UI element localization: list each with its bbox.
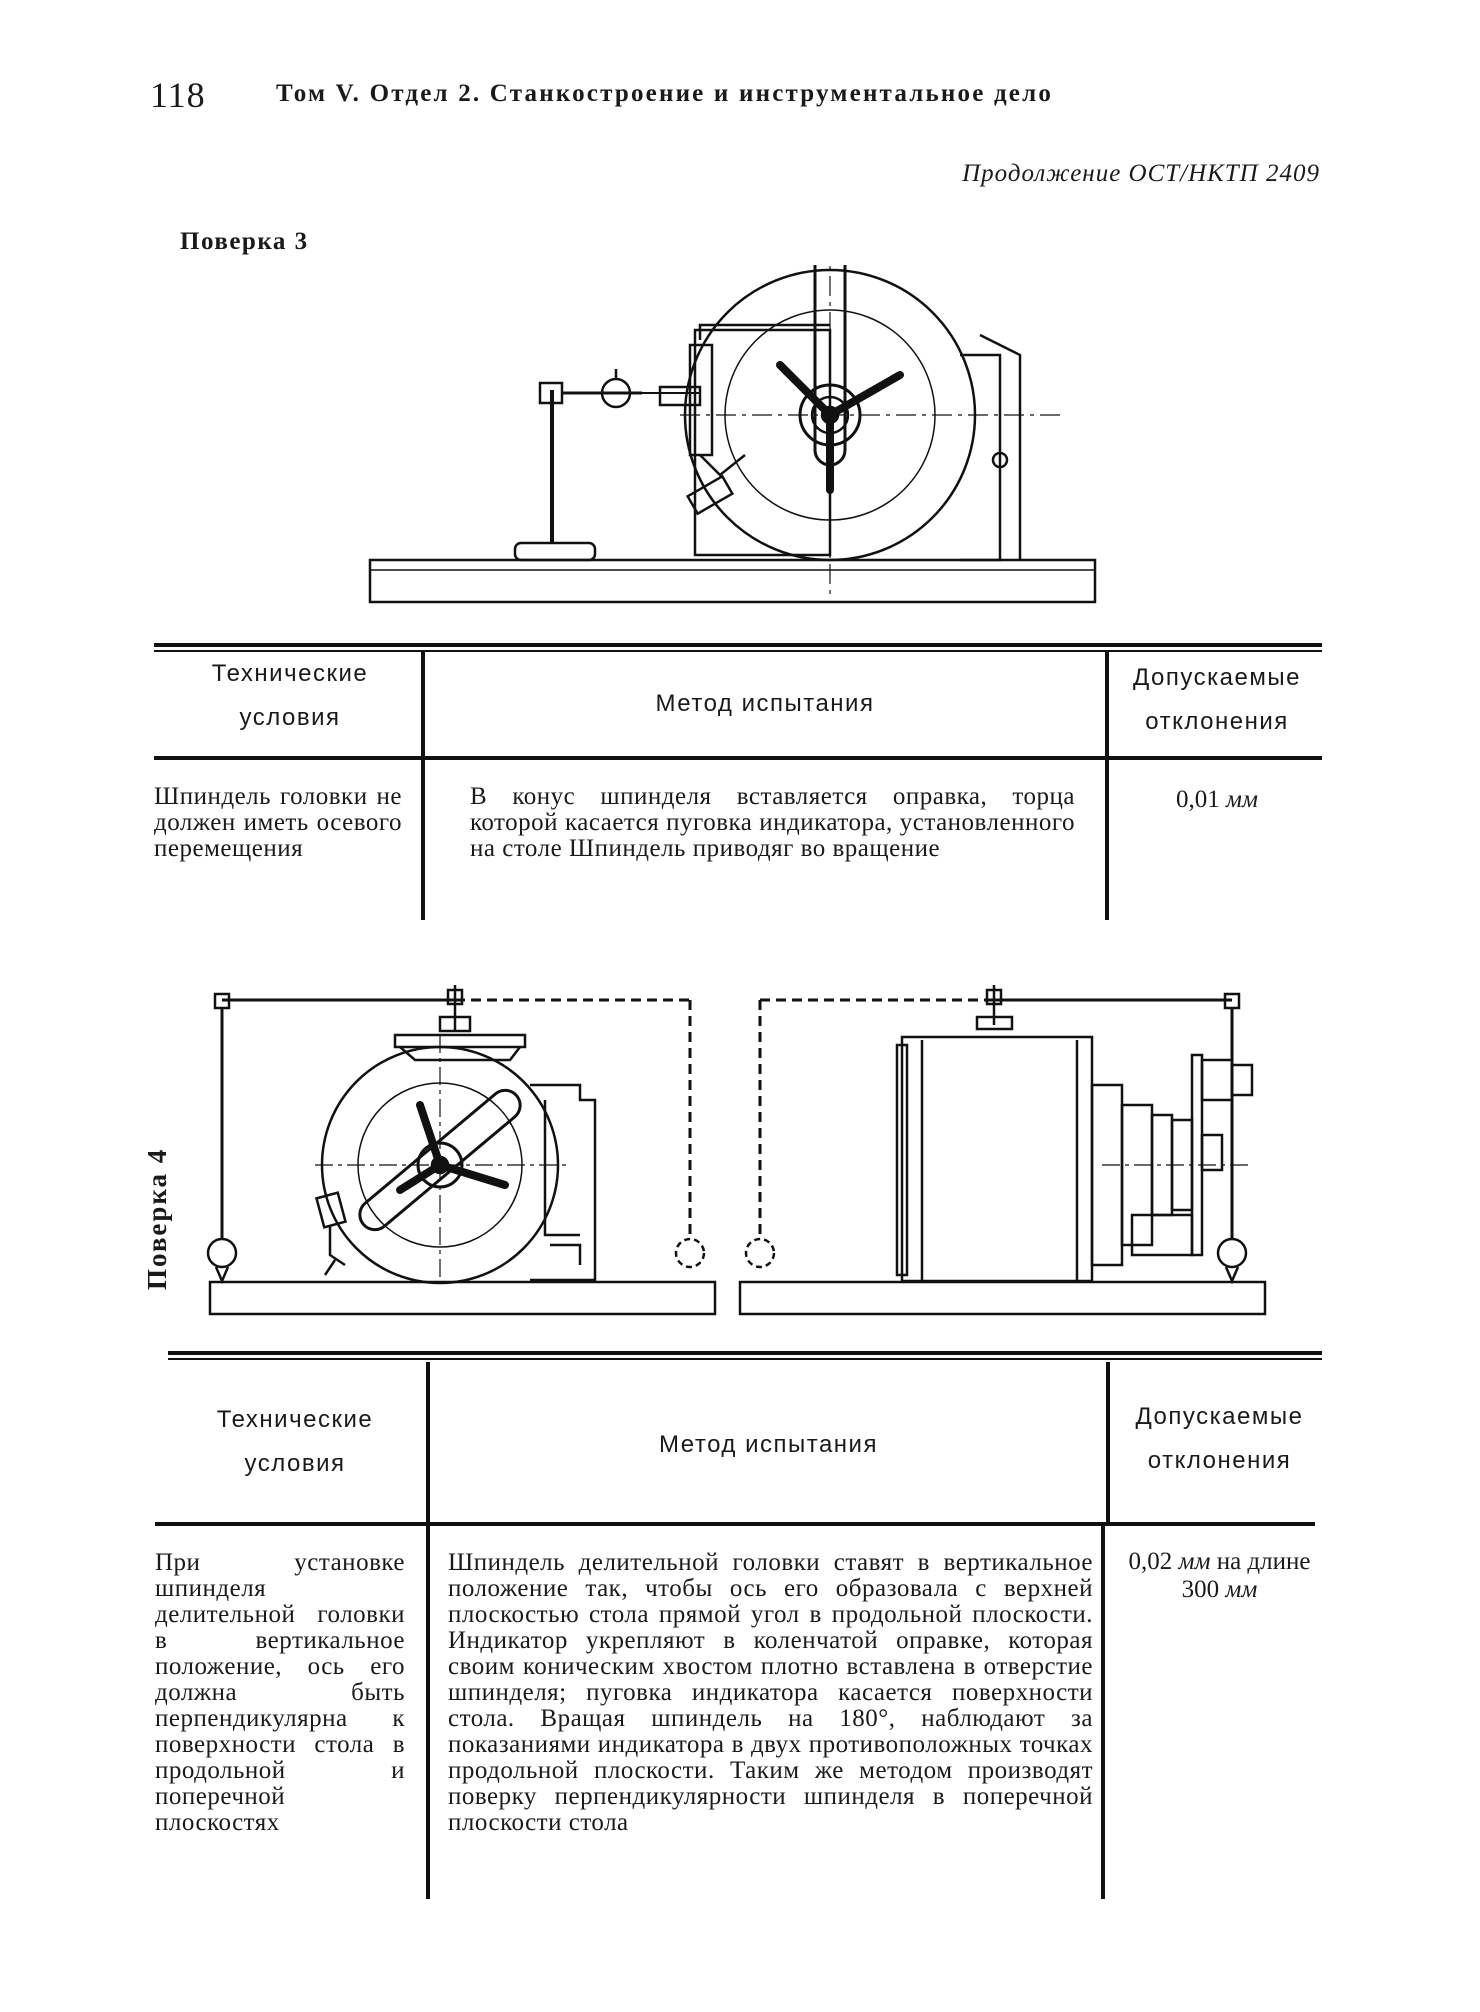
table4-col-conditions: Технические условия xyxy=(216,1406,374,1477)
table3-method: В конус шпинделя вставляется оправка, то… xyxy=(470,783,1075,862)
table4-col-tolerance: Допускаемые отклонения xyxy=(1135,1403,1304,1474)
table4-tolerance-length-unit: мм xyxy=(1225,1576,1258,1603)
table4-tolerance-on-length: на длине xyxy=(1216,1548,1311,1575)
table4-conditions: При установке шпинделя делительной голов… xyxy=(155,1549,405,1836)
table4-divider-1 xyxy=(426,1362,430,1522)
table3-divider-2 xyxy=(1105,650,1109,756)
check4-label: Поверка 4 xyxy=(142,1147,172,1290)
table4-col-method: Метод испытания xyxy=(659,1431,878,1458)
table3-divider-1 xyxy=(421,650,425,756)
check3-figure xyxy=(360,265,1100,615)
table3-conditions: Шпиндель головки не должен иметь осевого… xyxy=(154,783,402,862)
table3-col-conditions: Технические условия xyxy=(211,660,369,731)
check3-label: Поверка 3 xyxy=(180,228,309,255)
continuation-note: Продолжение ОСТ/НКТП 2409 xyxy=(962,160,1320,187)
table4-tolerance-value: 0,02 xyxy=(1128,1548,1173,1575)
table4-tolerance-unit: мм xyxy=(1178,1548,1211,1575)
check4-figure-left xyxy=(200,985,720,1320)
table4-tolerance: 0,02 мм на длине 300 мм xyxy=(1112,1548,1327,1604)
head-housing xyxy=(695,330,830,555)
table4-method: Шпиндель делительной головки ставят в ве… xyxy=(448,1549,1093,1836)
indicator-stand-base xyxy=(515,543,595,560)
dial-indicator-left xyxy=(208,1239,236,1267)
table4-divider-2 xyxy=(1106,1362,1110,1522)
base-table xyxy=(740,1282,1265,1314)
page-number: 118 xyxy=(150,75,206,115)
head-body xyxy=(902,1037,1092,1281)
base-table xyxy=(210,1282,715,1314)
table3-tolerance-value: 0,01 xyxy=(1176,786,1220,813)
table4-header-rule xyxy=(155,1522,1315,1526)
table4-tolerance-length: 300 xyxy=(1181,1576,1220,1603)
table3-col-tolerance: Допускаемые отклонения xyxy=(1133,664,1301,735)
table4-top-rule xyxy=(168,1351,1322,1355)
table3-header-rule xyxy=(154,756,1322,760)
table3-col-method: Метод испытания xyxy=(655,690,875,717)
test-arbor xyxy=(660,387,700,405)
dial-indicator-right xyxy=(1218,1239,1246,1267)
base-table xyxy=(370,560,1095,602)
table3-top-rule xyxy=(154,643,1322,647)
table3-tolerance-unit: мм xyxy=(1226,786,1258,813)
running-title: Том V. Отдел 2. Станкостроение и инструм… xyxy=(276,80,1054,107)
table3-tolerance: 0,01 мм xyxy=(1112,786,1322,814)
check4-figure-right xyxy=(732,985,1272,1320)
